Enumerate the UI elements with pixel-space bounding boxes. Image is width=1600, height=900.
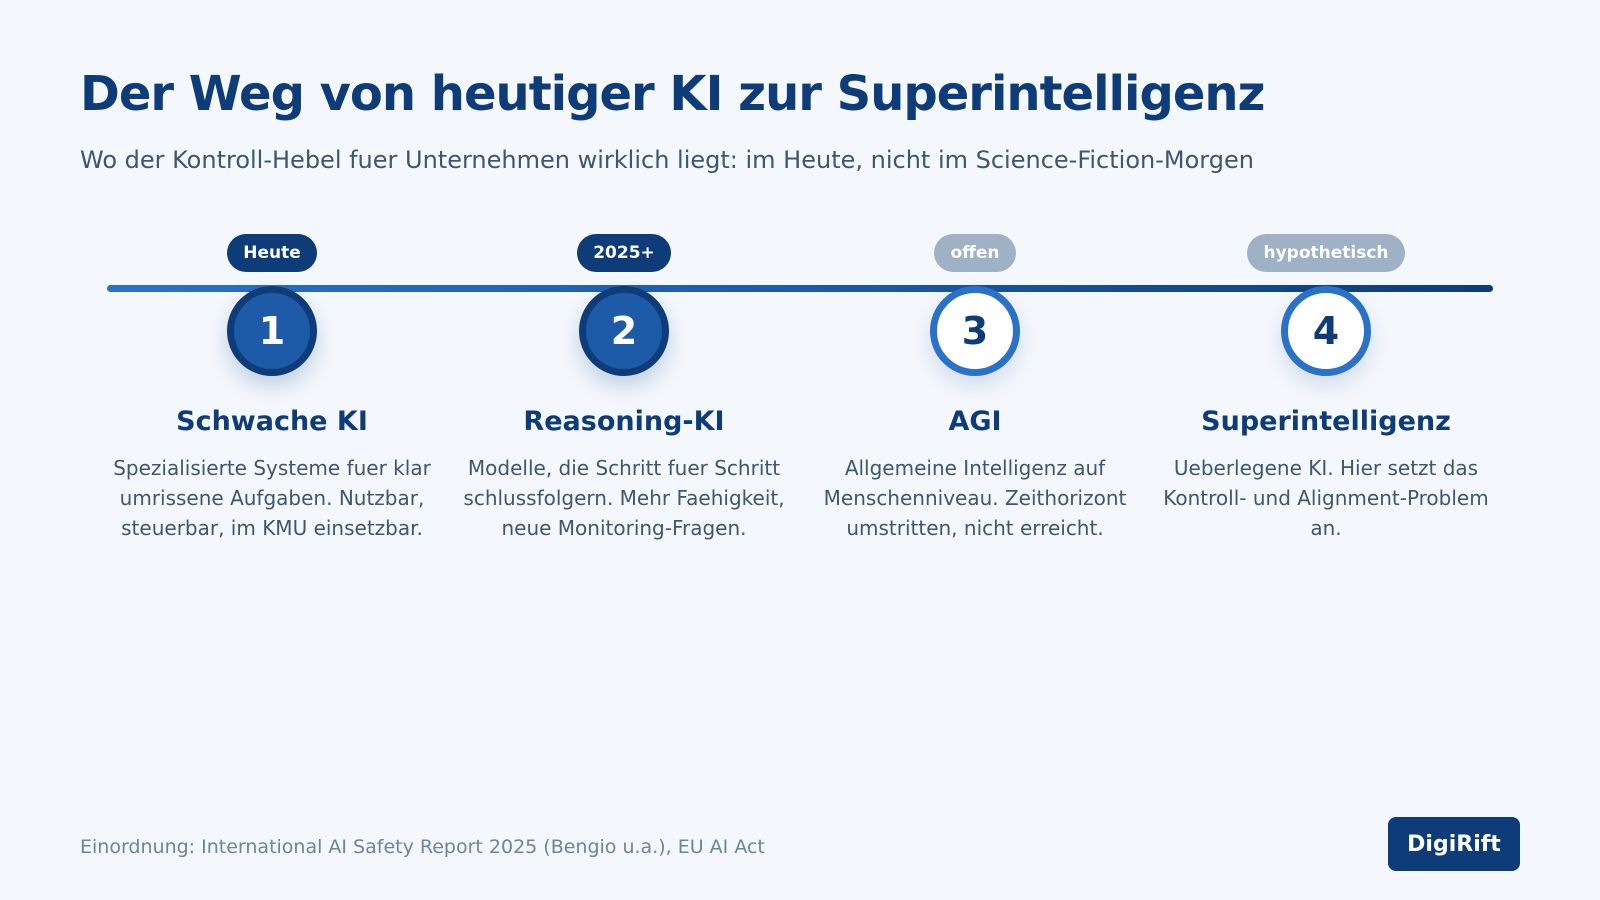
timeline-stage-2: 2025+ 2 Reasoning-KI Modelle, die Schrit… (459, 234, 789, 543)
stage-description: Ueberlegene KI. Hier setzt das Kontroll-… (1163, 456, 1489, 540)
source-note: Einordnung: International AI Safety Repo… (80, 836, 765, 858)
timeline-stage-1: Heute 1 Schwache KI Spezialisierte Syste… (107, 234, 437, 543)
stage-title: AGI (948, 406, 1002, 437)
stage-number-circle: 3 (930, 286, 1020, 376)
stage-number-circle: 4 (1281, 286, 1371, 376)
stage-title: Schwache KI (176, 406, 368, 437)
stage-description: Spezialisierte Systeme fuer klar umrisse… (113, 456, 431, 540)
stage-description: Allgemeine Intelligenz auf Menschennivea… (823, 456, 1127, 540)
stage-description: Modelle, die Schritt fuer Schritt schlus… (463, 456, 785, 540)
stage-number-circle: 1 (227, 286, 317, 376)
stage-badge: offen (934, 234, 1016, 272)
timeline-stage-4: hypothetisch 4 Superintelligenz Ueberleg… (1161, 234, 1491, 543)
stage-title: Reasoning-KI (523, 406, 725, 437)
brand-logo: DigiRift (1388, 817, 1520, 871)
stage-badge: Heute (227, 234, 317, 272)
page-subtitle: Wo der Kontroll-Hebel fuer Unternehmen w… (80, 146, 1254, 174)
page-title: Der Weg von heutiger KI zur Superintelli… (80, 66, 1265, 122)
timeline-stage-3: offen 3 AGI Allgemeine Intelligenz auf M… (810, 234, 1140, 543)
stage-number-circle: 2 (579, 286, 669, 376)
stage-title: Superintelligenz (1201, 406, 1451, 437)
stage-badge: 2025+ (577, 234, 671, 272)
timeline-line (107, 285, 1493, 292)
stage-badge: hypothetisch (1247, 234, 1405, 272)
